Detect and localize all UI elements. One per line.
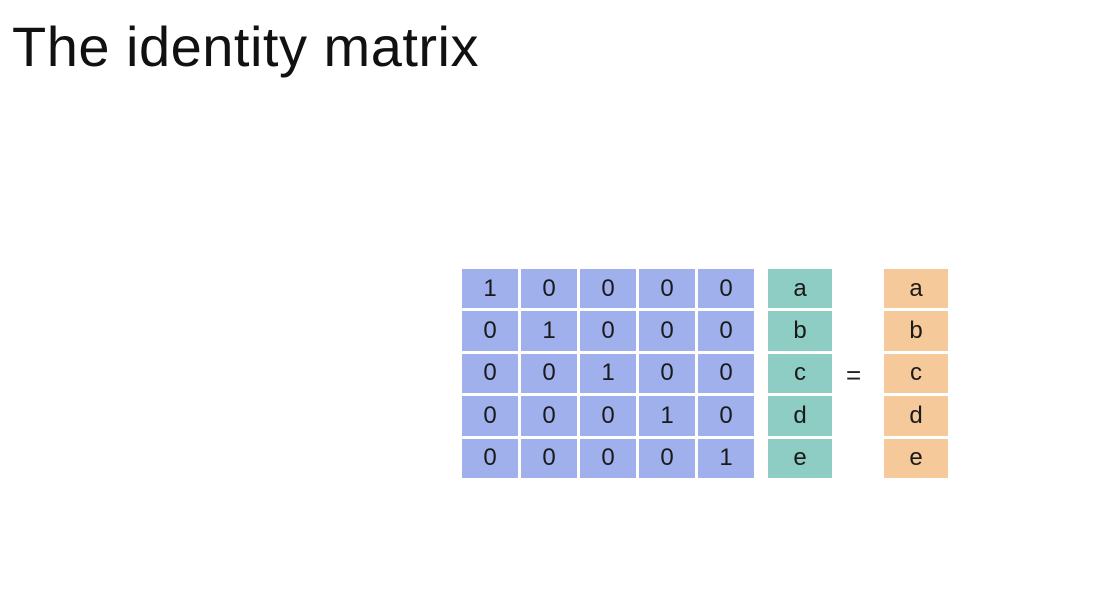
matrix-cell: 0 <box>639 311 695 351</box>
output-vector-cell: c <box>884 353 948 394</box>
matrix-cell: 0 <box>580 438 636 478</box>
output-vector-cell: d <box>884 396 948 436</box>
equals-sign: = <box>846 360 862 390</box>
output-vector-cell: a <box>884 269 948 309</box>
matrix-cell: 0 <box>580 396 636 436</box>
matrix-cell: 0 <box>462 396 518 436</box>
matrix-cell: 0 <box>639 269 695 309</box>
matrix-cell: 1 <box>639 396 695 436</box>
matrix-cell: 0 <box>462 311 518 351</box>
input-vector-cell: b <box>768 311 832 351</box>
matrix-cell: 0 <box>521 269 577 309</box>
matrix-cell: 0 <box>462 438 518 478</box>
matrix-cell: 0 <box>580 311 636 351</box>
matrix-cell: 0 <box>698 311 754 351</box>
input-vector-cell: a <box>768 269 832 309</box>
slide-title: The identity matrix <box>12 15 479 78</box>
matrix-cell: 0 <box>521 396 577 436</box>
matrix-cell: 0 <box>521 353 577 394</box>
output-vector-cell: e <box>884 438 948 478</box>
matrix-cell: 0 <box>580 269 636 309</box>
matrix-cell: 1 <box>698 438 754 478</box>
matrix-cell: 1 <box>580 353 636 394</box>
output-vector: a b c d e <box>884 269 948 478</box>
input-vector: a b c d e <box>768 269 832 478</box>
input-vector-cell: d <box>768 396 832 436</box>
matrix-cell: 0 <box>698 269 754 309</box>
matrix-cell: 0 <box>462 353 518 394</box>
matrix-cell: 0 <box>698 396 754 436</box>
matrix-cell: 0 <box>639 353 695 394</box>
matrix-cell: 1 <box>462 269 518 309</box>
input-vector-cell: c <box>768 353 832 394</box>
matrix-cell: 0 <box>521 438 577 478</box>
matrix-cell: 0 <box>639 438 695 478</box>
input-vector-cell: e <box>768 438 832 478</box>
identity-matrix: 1 0 0 0 0 0 1 0 0 0 0 0 1 0 0 0 0 0 1 0 … <box>462 269 754 478</box>
output-vector-cell: b <box>884 311 948 351</box>
matrix-cell: 0 <box>698 353 754 394</box>
matrix-cell: 1 <box>521 311 577 351</box>
